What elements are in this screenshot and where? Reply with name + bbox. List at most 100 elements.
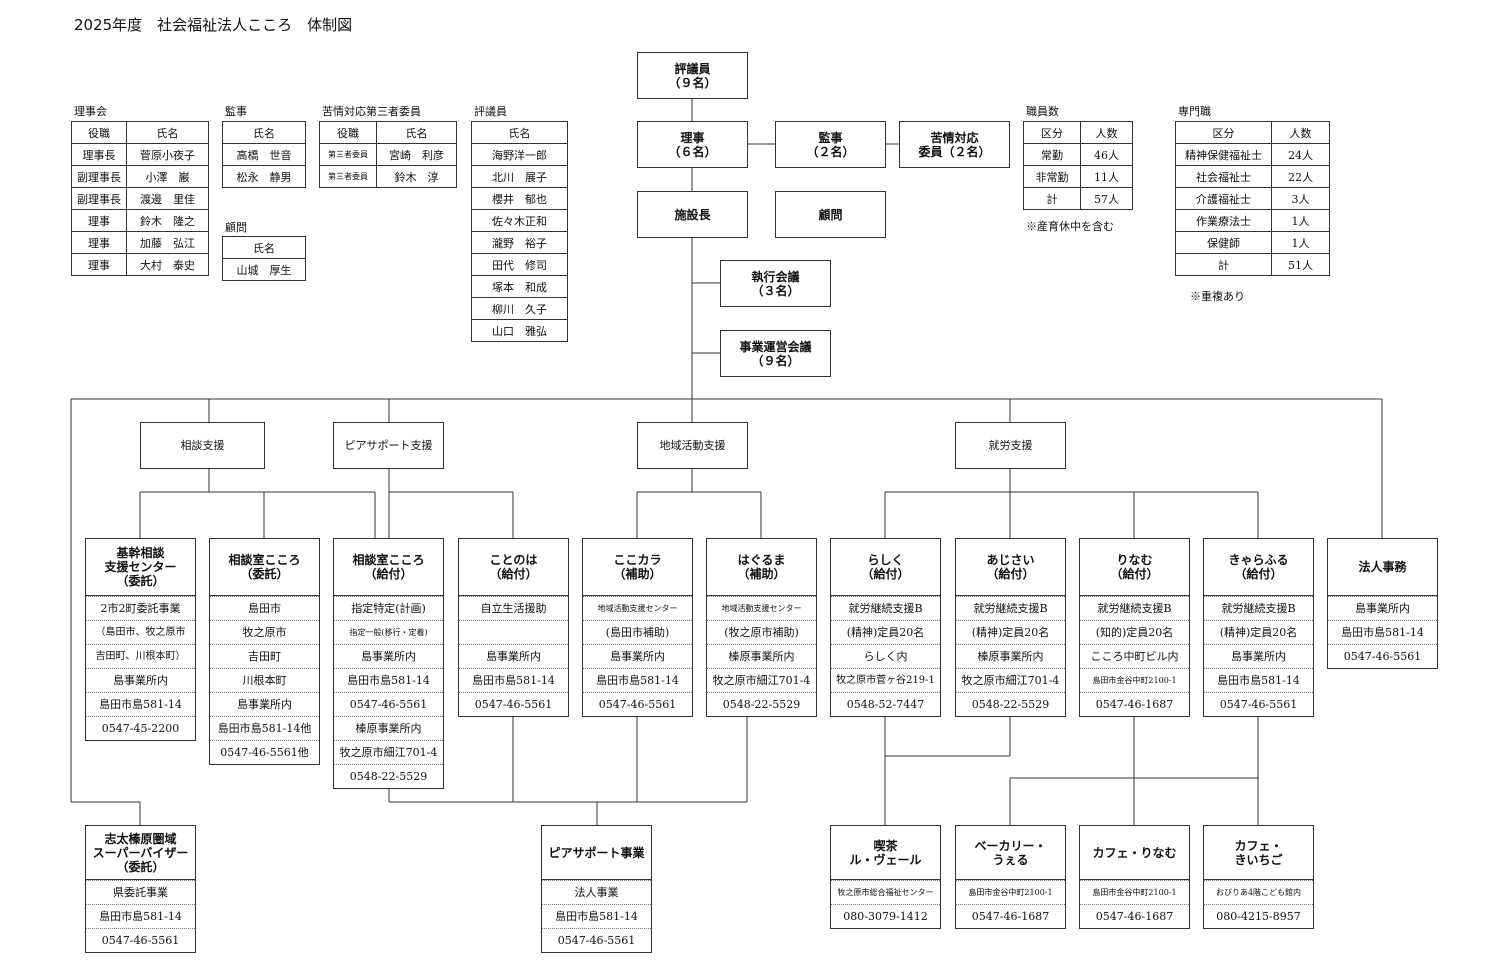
unit-row: 0547-46-5561他	[210, 740, 319, 764]
unit-row: 0547-46-5561	[86, 928, 195, 952]
unit-card-peer-support-project: ピアサポート事業 法人事業 島田市島581-14 0547-46-5561	[541, 825, 652, 953]
table-row: 第三者委員鈴木 淳	[319, 165, 457, 188]
councilors-label: 評議員	[474, 105, 507, 118]
unit-row: 0547-46-1687	[1080, 904, 1189, 928]
unit-row: こころ中町ビル内	[1080, 644, 1189, 668]
table-row: 佐々木正和	[471, 209, 568, 232]
unit-row: (精神)定員20名	[1204, 620, 1313, 644]
unit-card-kikan-center: 基幹相談 支援センター （委託） 2市2町委託事業 （島田市、牧之原市 吉田町、…	[85, 538, 196, 741]
facility-head-box: 施設長	[637, 191, 748, 238]
complaints-box: 苦情対応 委員（２名）	[899, 121, 1010, 168]
table-row: 松永 静男	[222, 165, 306, 188]
unit-card-soudan-itaku: 相談室こころ （委託） 島田市 牧之原市 吉田町 川根本町 島事業所内 島田市島…	[209, 538, 320, 765]
unit-row: 島田市島581-14	[1328, 620, 1437, 644]
community-support-box: 地域活動支援	[637, 422, 748, 469]
unit-row: 島事業所内	[1204, 644, 1313, 668]
board-table: 役職氏名 理事長菅原小夜子 副理事長小澤 巌 副理事長渡邊 里佳 理事鈴木 隆之…	[71, 121, 209, 276]
unit-row: らしく内	[831, 644, 940, 668]
table-row: 柳川 久子	[471, 297, 568, 320]
unit-title: 志太榛原圏域 スーパーバイザー （委託）	[86, 826, 195, 880]
unit-row: 県委託事業	[86, 880, 195, 904]
unit-row: 0547-46-5561	[1328, 644, 1437, 668]
unit-title: ベーカリー・ うぇる	[956, 826, 1065, 880]
unit-row: 0547-46-5561	[334, 692, 443, 716]
unit-title: はぐるま （補助）	[707, 539, 816, 596]
unit-row: 0547-46-1687	[1080, 692, 1189, 716]
unit-row: 0548-22-5529	[707, 692, 816, 716]
table-row: 理事鈴木 隆之	[71, 209, 209, 232]
unit-title: 喫茶 ル・ヴェール	[831, 826, 940, 880]
advisor-label: 顧問	[225, 221, 247, 234]
unit-row: 島田市島581-14	[583, 668, 692, 692]
unit-row: 島田市	[210, 596, 319, 620]
unit-card-cafe-rinamu: カフェ・りなむ 島田市金谷中町2100-1 0547-46-1687	[1079, 825, 1190, 929]
unit-row: 0547-45-2200	[86, 716, 195, 740]
unit-card-cafe-le-vert: 喫茶 ル・ヴェール 牧之原市総合福祉センター 080-3079-1412	[830, 825, 941, 929]
unit-row: 地域活動支援センター	[707, 596, 816, 620]
auditors-table: 氏名 高橋 世音 松永 静男	[222, 121, 306, 188]
unit-row: 2市2町委託事業	[86, 596, 195, 620]
table-header-row: 区分人数	[1023, 121, 1133, 144]
table-row: 理事長菅原小夜子	[71, 143, 209, 166]
table-header-row: 氏名	[222, 236, 306, 259]
table-row: 第三者委員宮崎 利彦	[319, 143, 457, 166]
unit-row: 吉田町	[210, 644, 319, 668]
unit-row: 080-4215-8957	[1204, 904, 1313, 928]
unit-card-houjin-jimu: 法人事務 島事業所内 島田市島581-14 0547-46-5561	[1327, 538, 1438, 669]
table-row: 理事大村 泰史	[71, 253, 209, 276]
table-row: 副理事長渡邊 里佳	[71, 187, 209, 210]
page-title: 2025年度 社会福祉法人こころ 体制図	[74, 16, 353, 34]
unit-title: 基幹相談 支援センター （委託）	[86, 539, 195, 596]
table-row: 山口 雅弘	[471, 319, 568, 342]
unit-row: (島田市補助)	[583, 620, 692, 644]
unit-title: 相談室こころ （委託）	[210, 539, 319, 596]
unit-row: 指定特定(計画)	[334, 596, 443, 620]
unit-row: 島田市島581-14	[1204, 668, 1313, 692]
unit-row: 牧之原市細江701-4	[334, 740, 443, 764]
unit-row: （島田市、牧之原市	[86, 620, 195, 644]
unit-row: 牧之原市	[210, 620, 319, 644]
unit-title: カフェ・りなむ	[1080, 826, 1189, 880]
unit-row: 地域活動支援センター	[583, 596, 692, 620]
table-header-row: 区分人数	[1175, 121, 1330, 144]
consult-support-box: 相談支援	[140, 422, 265, 469]
unit-row: 就労継続支援B	[1204, 596, 1313, 620]
unit-card-cafe-kiichigo: カフェ・ きいちご おびりあ4階こども館内 080-4215-8957	[1203, 825, 1314, 929]
table-header-row: 役職氏名	[319, 121, 457, 144]
unit-row: 就労継続支援B	[956, 596, 1065, 620]
unit-row: 0547-46-1687	[956, 904, 1065, 928]
unit-row	[459, 620, 568, 644]
unit-title: カフェ・ きいちご	[1204, 826, 1313, 880]
unit-title: あじさい （給付）	[956, 539, 1065, 596]
table-header-row: 氏名	[471, 121, 568, 144]
specialists-note: ※重複あり	[1190, 290, 1245, 303]
councilors-table: 氏名 海野洋一郎 北川 展子 櫻井 郁也 佐々木正和 瀧野 裕子 田代 修司 塚…	[471, 121, 568, 342]
unit-row: 島事業所内	[334, 644, 443, 668]
unit-row: 島田市金谷中町2100-1	[956, 880, 1065, 904]
unit-card-soudan-kyufu: 相談室こころ （給付） 指定特定(計画) 指定一般(移行・定着) 島事業所内 島…	[333, 538, 444, 789]
unit-row: 就労継続支援B	[831, 596, 940, 620]
exec-meeting-box: 執行会議 （３名）	[720, 260, 831, 307]
councilors-box: 評議員 （９名）	[637, 52, 748, 99]
complaint-committee-label: 苦情対応第三者委員	[322, 105, 421, 118]
table-row: 海野洋一郎	[471, 143, 568, 166]
table-row: 櫻井 郁也	[471, 187, 568, 210]
auditors-label: 監事	[225, 105, 247, 118]
peer-support-box: ピアサポート支援	[333, 422, 444, 469]
advisor-box: 顧問	[775, 191, 886, 238]
unit-row: (牧之原市補助)	[707, 620, 816, 644]
unit-title: 法人事務	[1328, 539, 1437, 596]
unit-row: 榛原事業所内	[334, 716, 443, 740]
unit-row: 0547-46-5561	[583, 692, 692, 716]
unit-row: 島田市金谷中町2100-1	[1080, 668, 1189, 692]
complaint-committee-table: 役職氏名 第三者委員宮崎 利彦 第三者委員鈴木 淳	[319, 121, 457, 188]
